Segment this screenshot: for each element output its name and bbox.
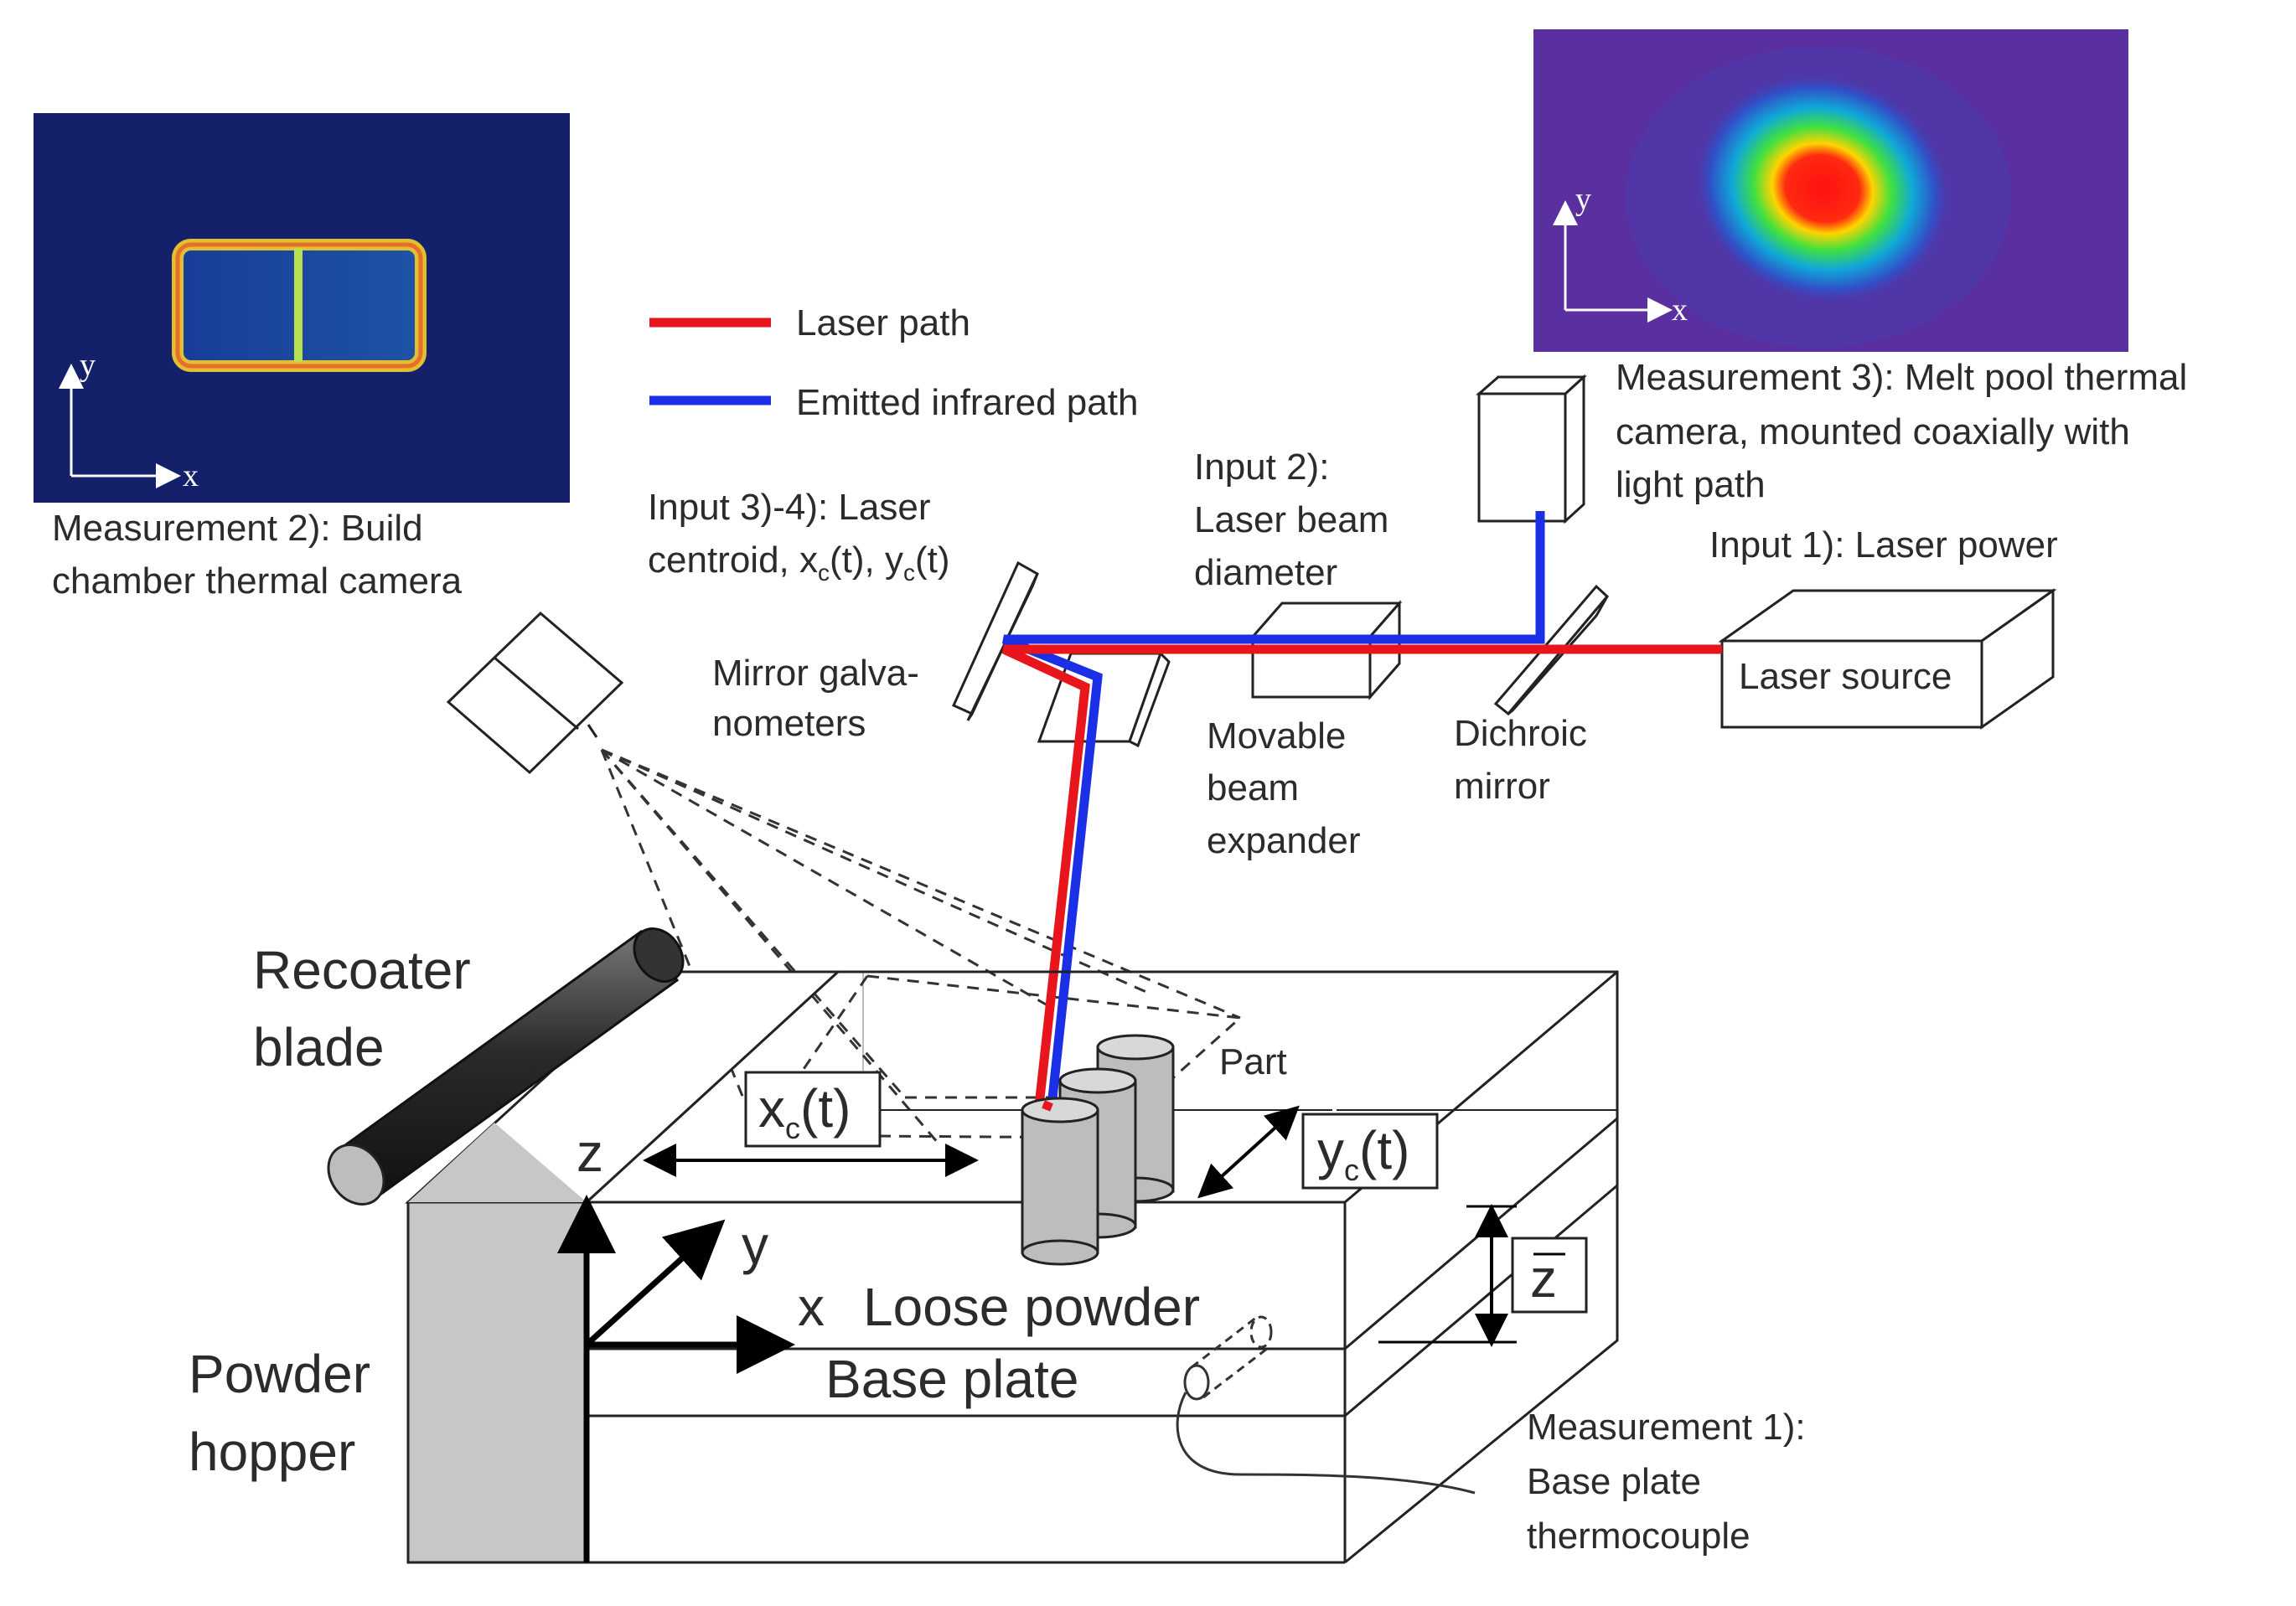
recoater-blade <box>327 927 685 1206</box>
recoater-label-1: Recoater <box>253 940 471 1000</box>
laser-source-label: Laser source <box>1739 656 1952 697</box>
input2-line1: Input 2): <box>1194 447 1329 488</box>
expander-label-1: Movable <box>1207 715 1346 757</box>
galvo-label-1: Mirror galva- <box>712 653 919 694</box>
thermal-y-label: y <box>80 348 96 383</box>
melt-pool-thermal-image: x y <box>1533 29 2128 352</box>
beam-paths <box>1001 511 1722 1107</box>
recoater-label-2: blade <box>253 1017 385 1077</box>
input34-line1: Input 3)-4): Laser <box>648 487 931 528</box>
xc-dimension: xc(t) <box>643 1071 979 1177</box>
measurement3-line2: camera, mounted coaxially with <box>1616 411 2130 452</box>
dichroic-label-1: Dichroic <box>1454 713 1587 754</box>
hopper-label-1: Powder <box>189 1344 370 1404</box>
galvo-label-2: nometers <box>712 703 866 744</box>
dichroic-label-2: mirror <box>1454 766 1550 807</box>
legend-laser-label: Laser path <box>796 302 970 343</box>
legend-infrared-label: Emitted infrared path <box>796 382 1138 423</box>
input1-label: Input 1): Laser power <box>1709 524 2058 565</box>
measurement1-line1: Measurement 1): <box>1527 1407 1806 1448</box>
measurement1-line3: thermocouple <box>1527 1516 1750 1557</box>
meltpool-y-label: y <box>1575 182 1591 217</box>
laser-source: Laser source <box>1718 588 2057 730</box>
measurement2-line2: chamber thermal camera <box>52 560 463 602</box>
measurement3-line1: Measurement 3): Melt pool thermal <box>1616 357 2187 398</box>
thermal-x-label: x <box>183 458 199 493</box>
input2-line2: Laser beam <box>1194 499 1388 540</box>
measurement3-line3: light path <box>1616 464 1766 505</box>
yc-label: yc(t) <box>1317 1120 1409 1187</box>
mirror-galvanometers <box>952 560 1171 748</box>
melt-pool-camera <box>1475 374 1587 524</box>
xc-label: xc(t) <box>758 1078 851 1145</box>
input2-line3: diameter <box>1194 552 1337 593</box>
parts <box>1021 1034 1175 1266</box>
build-axes <box>557 1195 795 1562</box>
input34-line2: centroid, xc(t), yc(t) <box>648 540 950 586</box>
hopper-label-2: hopper <box>189 1422 355 1482</box>
build-chamber-thermal-image: x y <box>34 113 570 503</box>
loose-powder-label: Loose powder <box>863 1277 1200 1337</box>
base-plate-label: Base plate <box>825 1349 1078 1409</box>
expander-label-2: beam <box>1207 767 1299 808</box>
z-dimension: z <box>1378 1204 1588 1347</box>
axis-z-label: z <box>577 1123 603 1183</box>
zbar-label: z <box>1530 1248 1557 1309</box>
meltpool-x-label: x <box>1672 292 1688 328</box>
axis-x-label: x <box>798 1277 825 1337</box>
legend: Laser path Emitted infrared path <box>649 302 1138 423</box>
thermocouple <box>1176 1315 1476 1495</box>
measurement2-line1: Measurement 2): Build <box>52 508 423 549</box>
expander-label-3: expander <box>1207 820 1360 861</box>
yc-dimension: yc(t) <box>1197 1105 1439 1199</box>
part-label: Part <box>1219 1041 1287 1082</box>
laser-spot <box>1042 1100 1053 1112</box>
build-chamber-camera <box>446 611 624 775</box>
powder-hopper <box>405 970 841 1564</box>
axis-y-label: y <box>742 1215 768 1275</box>
measurement1-line2: Base plate <box>1527 1461 1701 1502</box>
